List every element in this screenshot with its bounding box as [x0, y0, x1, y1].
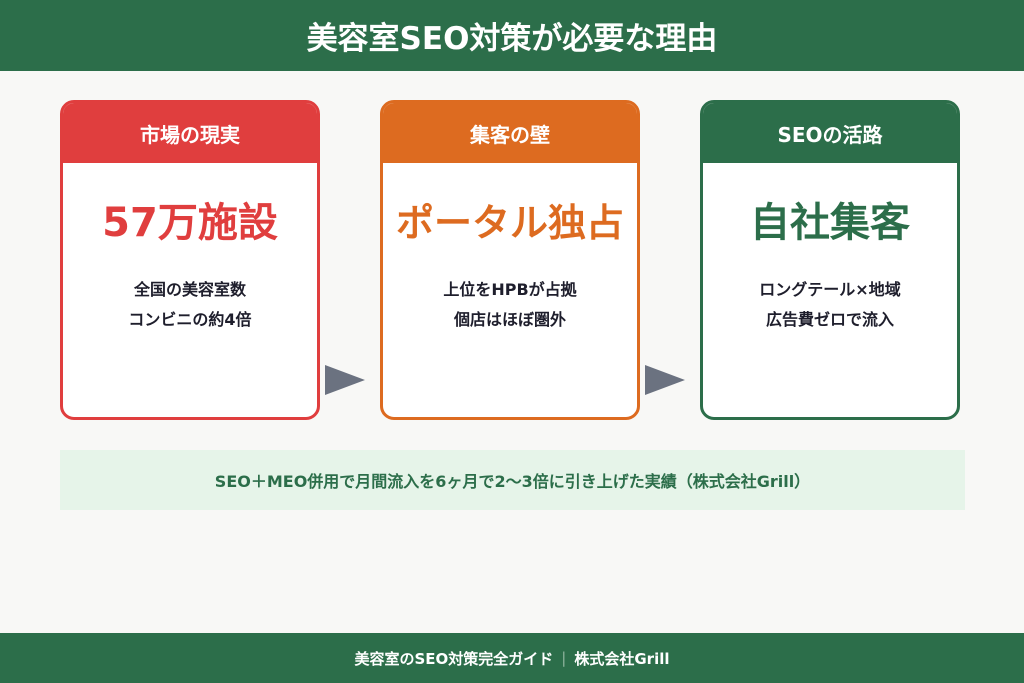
- page-title: 美容室SEO対策が必要な理由: [0, 0, 1024, 71]
- footer-guide-title: 美容室のSEO対策完全ガイド: [354, 649, 554, 668]
- card-desc-line: 全国の美容室数: [133, 280, 246, 299]
- card-acquisition-wall: 集客の壁 ポータル独占 上位をHPBが占拠 個店はほぼ圏外: [380, 100, 640, 420]
- card-stat: 57万施設: [102, 200, 278, 246]
- card-header: SEOの活路: [703, 103, 957, 163]
- card-seo-path: SEOの活路 自社集客 ロングテール×地域 広告費ゼロで流入: [700, 100, 960, 420]
- card-description: ロングテール×地域 広告費ゼロで流入: [703, 275, 957, 335]
- card-header: 集客の壁: [383, 103, 637, 163]
- arrow-right-icon: [645, 365, 685, 395]
- card-header: 市場の現実: [63, 103, 317, 163]
- card-desc-line: 広告費ゼロで流入: [765, 310, 894, 329]
- card-description: 全国の美容室数 コンビニの約4倍: [63, 275, 317, 335]
- card-desc-line: コンビニの約4倍: [128, 310, 252, 329]
- footer: 美容室のSEO対策完全ガイド | 株式会社Grill: [0, 633, 1024, 683]
- results-note: SEO＋MEO併用で月間流入を6ヶ月で2〜3倍に引き上げた実績（株式会社Gril…: [60, 450, 965, 510]
- card-desc-line: 上位をHPBが占拠: [443, 280, 577, 299]
- card-desc-line: 個店はほぼ圏外: [453, 310, 566, 329]
- footer-company: 株式会社Grill: [574, 649, 670, 668]
- card-description: 上位をHPBが占拠 個店はほぼ圏外: [383, 275, 637, 335]
- arrow-right-icon: [325, 365, 365, 395]
- card-desc-line: ロングテール×地域: [759, 280, 901, 299]
- card-market-reality: 市場の現実 57万施設 全国の美容室数 コンビニの約4倍: [60, 100, 320, 420]
- footer-separator: |: [561, 649, 567, 667]
- card-stat: 自社集客: [750, 200, 910, 246]
- card-stat: ポータル独占: [395, 201, 624, 245]
